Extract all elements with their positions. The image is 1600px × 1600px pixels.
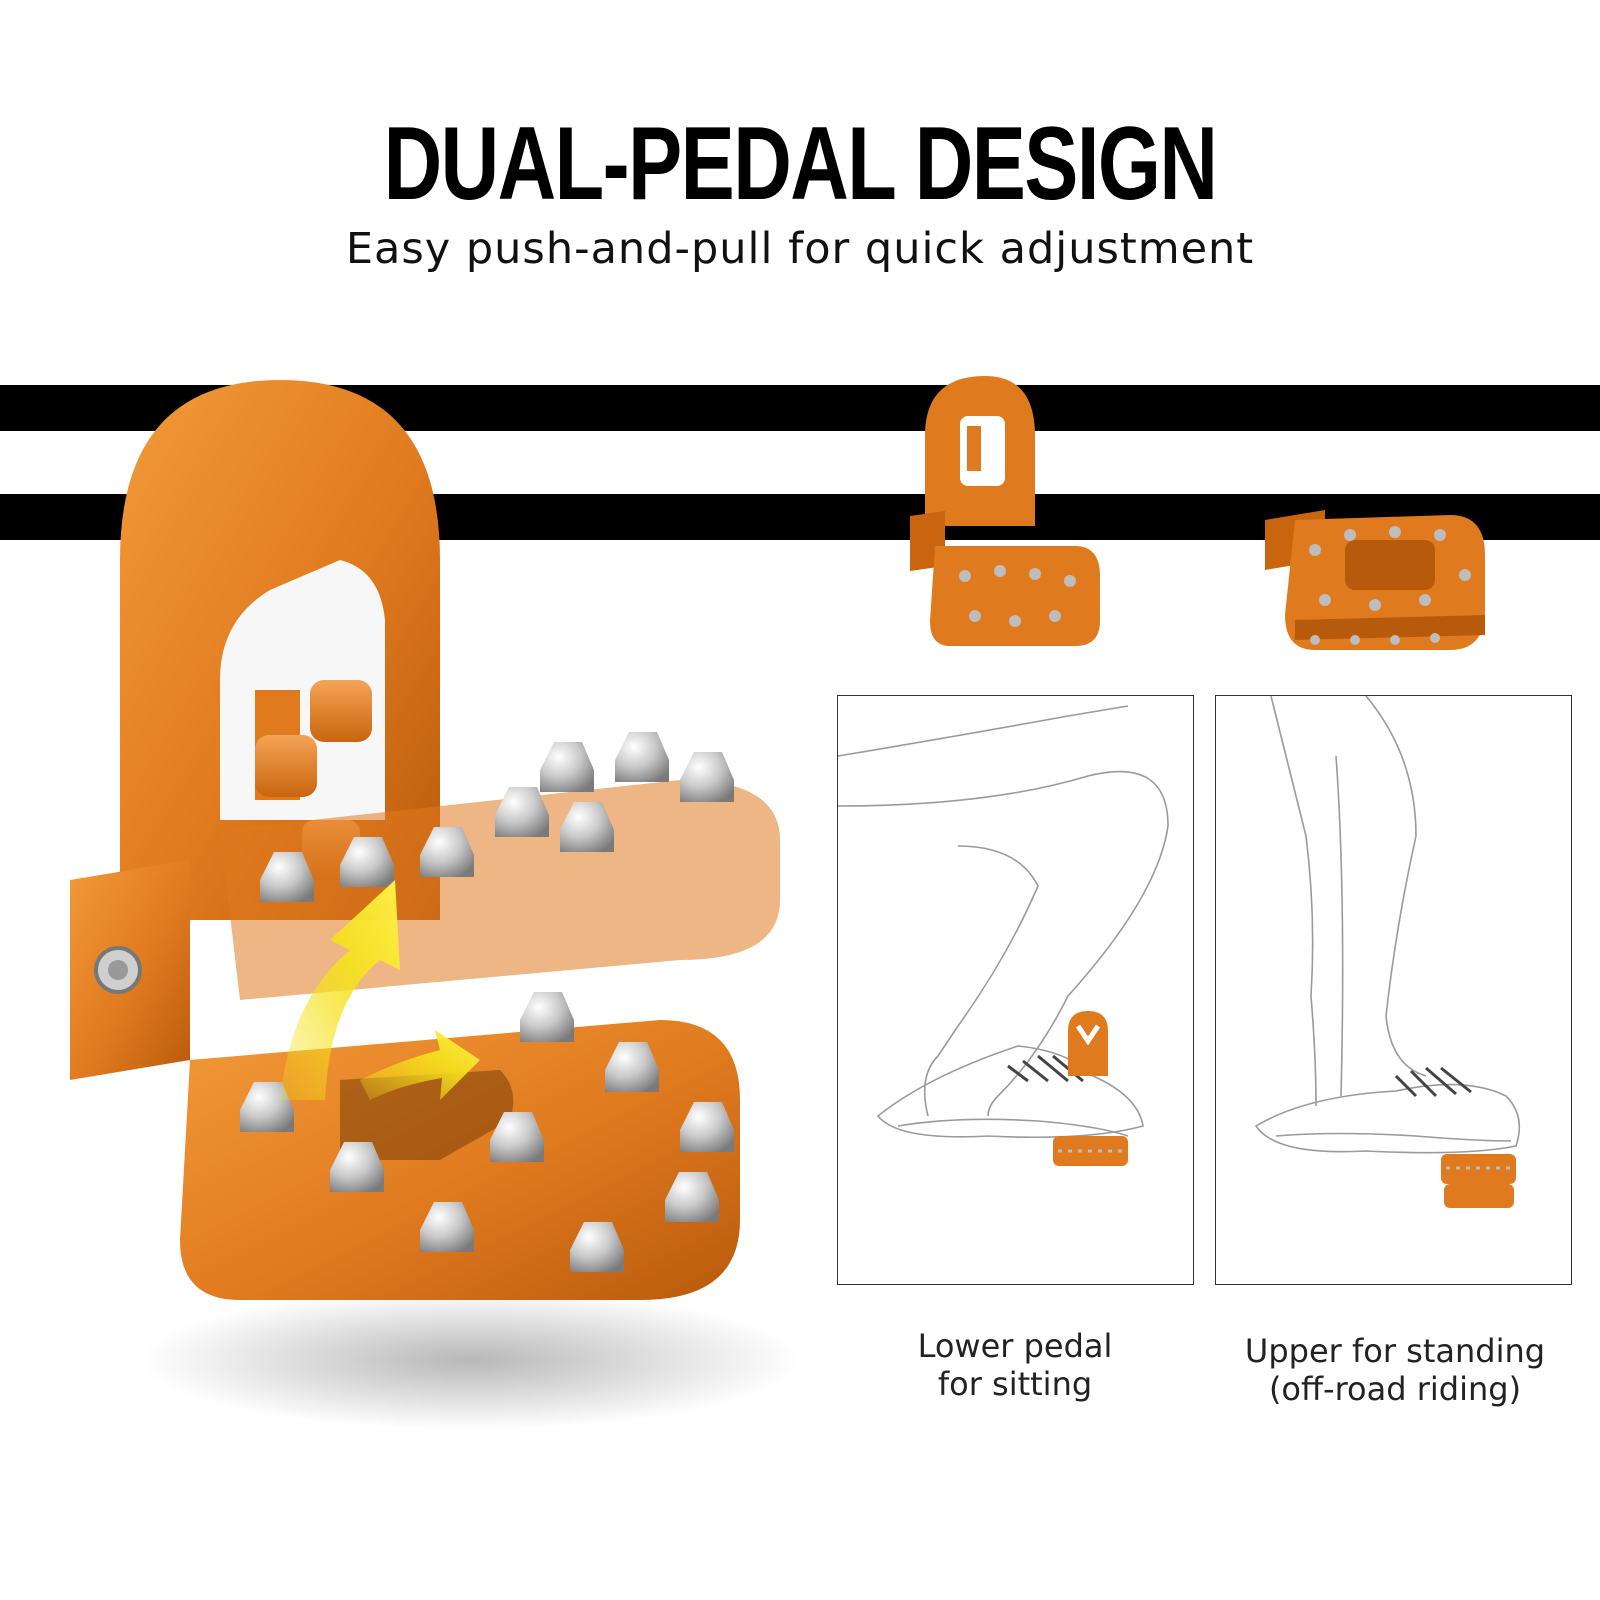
standing-caption: Upper for standing (off-road riding) bbox=[1195, 1332, 1595, 1408]
standing-illustration-panel bbox=[1215, 695, 1572, 1285]
sitting-caption-line1: Lower pedal bbox=[917, 1327, 1113, 1365]
folded-footpeg-thumbnail bbox=[910, 376, 1100, 646]
yellow-curved-arrow-icon bbox=[280, 880, 480, 1100]
sitting-caption: Lower pedal for sitting bbox=[815, 1327, 1215, 1403]
sitting-illustration-panel bbox=[837, 695, 1194, 1285]
page-subtitle: Easy push-and-pull for quick adjustment bbox=[345, 224, 1255, 274]
sitting-rider-sketch bbox=[838, 705, 1169, 1166]
sitting-caption-line2: for sitting bbox=[937, 1365, 1093, 1403]
standing-caption-line1: Upper for standing bbox=[1244, 1332, 1546, 1370]
hero-footpeg-image bbox=[70, 380, 800, 1430]
standing-rider-sketch bbox=[1254, 696, 1521, 1208]
page-title: DUAL-PEDAL DESIGN bbox=[383, 106, 1218, 222]
standing-caption-line2: (off-road riding) bbox=[1268, 1370, 1522, 1408]
flat-footpeg-thumbnail bbox=[1265, 510, 1485, 650]
